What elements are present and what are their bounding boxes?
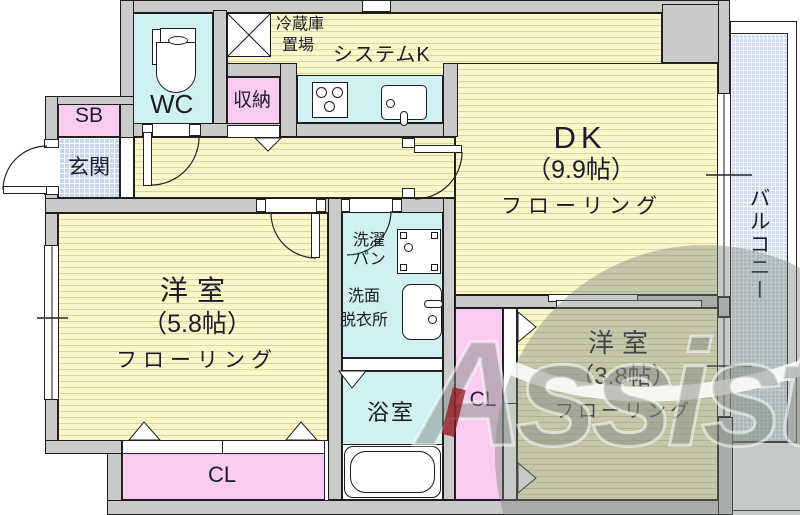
washbasin-drain (428, 315, 437, 324)
wall-storage-right (280, 63, 297, 137)
washroom-door-gap (350, 199, 392, 212)
bathtub-inner (350, 451, 435, 493)
western1-door-post-left (256, 199, 266, 212)
closet2-door-strip (503, 308, 517, 500)
stove-burner-1 (316, 87, 327, 98)
dk-sliding-door-panel-2 (556, 300, 702, 308)
dk-door-leaf (414, 145, 462, 153)
laundry-pan-corner-3 (400, 264, 407, 271)
stove-burner-2 (332, 87, 343, 98)
western1-name: 洋室 (159, 275, 235, 306)
toilet-lid (168, 36, 188, 45)
laundry-label-line1: 洗濯 (353, 232, 386, 249)
washroom-door-post-right (392, 199, 402, 212)
entrance-door-leaf (3, 186, 47, 194)
storage-label: 収納 (233, 90, 272, 111)
wall-right-mid (718, 297, 730, 317)
storage-closet (227, 77, 280, 125)
bath-label: 浴室 (366, 400, 416, 425)
neighbor-boundary-line (733, 510, 800, 511)
window-western1 (44, 245, 59, 400)
entrance-floor (58, 137, 120, 198)
western2-floor (517, 308, 718, 500)
wc-door-leaf (143, 132, 152, 186)
wall-right-lower (718, 417, 733, 515)
dk-size: （9.9帖） (526, 156, 636, 184)
dk-door-post-bottom (402, 188, 415, 198)
bath-door-strip (342, 358, 443, 371)
laundry-label-line2: パン (353, 251, 386, 268)
wall-western1-bottom (45, 440, 122, 454)
kitchen-floor (227, 13, 662, 77)
laundry-pan-corner-1 (400, 232, 407, 239)
entrance-step (120, 137, 134, 198)
closet2-door-divider (503, 403, 517, 404)
wall-right-upper (718, 0, 730, 94)
western1-floor: フローリング (116, 349, 278, 372)
fridge-label-line2: 置場 (282, 37, 315, 54)
entrance-door-gap (44, 147, 59, 187)
wall-storage-top (227, 63, 282, 77)
storage-door-strip (227, 125, 280, 138)
window-dk-balcony (717, 93, 731, 297)
wc-door-post-right (189, 124, 201, 136)
stove-burner-3 (324, 101, 335, 112)
wc-label: WC (150, 89, 194, 119)
kitchen-label: システムK (333, 44, 431, 66)
closet1-area (122, 453, 325, 500)
sink-faucet (400, 111, 408, 126)
western1-door-leaf (311, 213, 320, 258)
entrance-label: 玄関 (68, 156, 110, 179)
sink-drain (386, 99, 395, 108)
closet1-label: CL (207, 462, 237, 487)
western1-size: （5.8帖） (142, 310, 252, 338)
washroom-door-post-left (341, 199, 350, 212)
fridge-space-box (227, 13, 271, 57)
closet1-door-divider (222, 440, 223, 454)
balcony-floor (730, 33, 788, 442)
washbasin (402, 284, 442, 340)
wall-left-upper (120, 0, 134, 138)
washbasin-faucet (424, 300, 443, 308)
dk-door-post-top (402, 138, 415, 148)
wall-counter-right (443, 63, 458, 137)
dk-floor: フローリング (501, 195, 663, 218)
balcony-label: バルコニー (747, 187, 771, 302)
western1-door-post-right (316, 199, 326, 212)
wall-bottom (107, 500, 733, 515)
wall-washroom-right (443, 198, 455, 500)
laundry-pan-corner-2 (431, 232, 438, 239)
window-western2-balcony (717, 317, 731, 417)
toilet-bowl (156, 42, 196, 93)
entrance-door-arc (2, 145, 48, 191)
entrance-door-post-top (44, 139, 59, 148)
wall-washroom-left (328, 198, 342, 500)
shoe-box-label: SB (75, 104, 104, 127)
wall-top (120, 0, 730, 13)
washroom-label-line1: 洗面 (348, 288, 381, 305)
washroom-label-line2: 脱衣所 (340, 312, 389, 329)
dk-name: DK (553, 120, 607, 155)
wall-wc-right (213, 10, 227, 125)
fridge-label-line1: 冷蔵庫 (276, 16, 325, 33)
shoe-box (58, 103, 120, 137)
wc-door-gap (153, 124, 189, 136)
dk-floor (455, 63, 718, 295)
western1-door-gap (266, 199, 316, 212)
closet1-door-strip (122, 440, 325, 454)
western2-floor: フローリング (554, 401, 694, 422)
window-kitchen-top (362, 0, 391, 12)
laundry-pan-corner-4 (431, 264, 438, 271)
closet2-label: CL (469, 388, 497, 411)
western2-size: （3.8帖） (570, 363, 676, 390)
laundry-pan-drain (404, 243, 413, 252)
western2-name: 洋室 (587, 328, 657, 358)
